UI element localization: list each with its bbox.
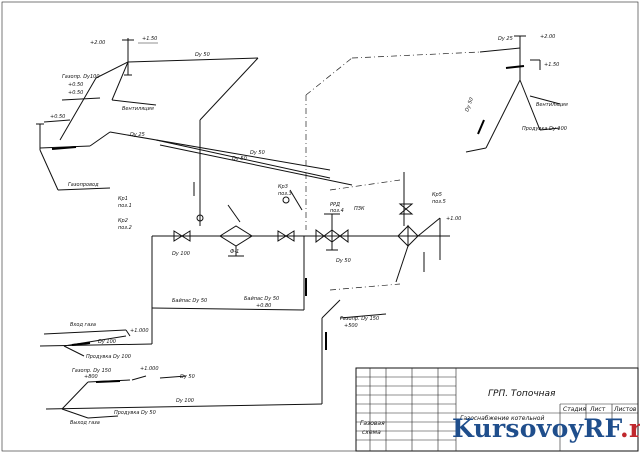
label-out-tag-a: Газопр. Dу 150 [72, 368, 111, 374]
right-riser [303, 272, 387, 404]
inlet-assembly [43, 329, 131, 357]
label-top-right-du: Dу 25 [498, 36, 513, 42]
label-inlet-du: Dу 100 [98, 339, 116, 345]
label-reg-tag-e: ПЗК [354, 206, 365, 212]
pressure-regulator-icon [315, 213, 349, 251]
valve-2-icon [277, 230, 295, 242]
label-du-diag-a: Dу 25 [130, 132, 145, 138]
label-elev-left-mid-a: +0.50 [68, 82, 83, 88]
label-out-drain: Продувка Dу 50 [114, 410, 156, 416]
label-top-right-drain: Продувка Dу 100 [522, 126, 567, 132]
label-right-line-tag: Газопр. Dу 150 [340, 316, 379, 322]
label-elev-left-mid-b: +0.50 [68, 90, 83, 96]
label-reg-tag-c: PРД [330, 202, 340, 208]
main-gas-run [39, 235, 450, 347]
label-elev-top-left-b: +1.50 [142, 36, 157, 42]
gas-filter-icon [219, 204, 253, 257]
label-du-after-reg: Dу 50 [336, 258, 351, 264]
label-elev-left-low: +0.50 [50, 114, 65, 120]
label-valve-tag-left-c: Кр2 [118, 218, 128, 224]
title-block-title: ГРП. Топочная [488, 389, 556, 399]
label-out-tag-b: +800 [84, 374, 98, 380]
title-block-col-sheet: Лист [589, 406, 606, 413]
label-bypass-right: Байпас Dу 50 [244, 296, 279, 302]
right-shutoff-icon [395, 172, 441, 283]
label-du-diag-c: Dу 50 [232, 156, 247, 162]
label-du-main-a: Dу 100 [172, 251, 190, 257]
label-valve-tag-left-b: поз.1 [118, 203, 132, 209]
label-reg-tag-b: поз.3 [278, 191, 292, 197]
label-out-du2: Dу 100 [176, 398, 194, 404]
label-out-gas: Выход газа [70, 420, 100, 426]
title-block [355, 367, 639, 452]
label-vent-left: Вентиляция [122, 106, 154, 112]
title-block-col-sheets: Листов [613, 406, 637, 413]
label-out-elev-a: +1.000 [140, 366, 159, 372]
label-du-main-top: Dу 50 [195, 52, 210, 58]
top-right-branch [465, 35, 561, 153]
label-inlet-gas: Вход газа [70, 322, 96, 328]
outlet-assembly [45, 375, 323, 419]
label-inlet-elev-a: +1.000 [130, 328, 149, 334]
top-left-branch [36, 38, 259, 191]
title-block-scheme-b: схема [362, 429, 381, 436]
label-top-right-vent: Вентиляция [536, 102, 568, 108]
label-right-tag-a: Кр5 [432, 192, 442, 198]
label-top-right-elev-b: +1.50 [544, 62, 559, 68]
diagonal-runs [89, 51, 481, 291]
watermark-logo: KursovoyRF.ru [452, 414, 640, 443]
label-right-tag-b: поз.5 [432, 199, 446, 205]
title-block-subtitle: Газоснабжение котельной [460, 415, 544, 422]
label-inlet-drain: Продувка Dу 100 [86, 354, 131, 360]
label-right-line-elev: +500 [344, 323, 358, 329]
title-block-scheme-a: Газовая [360, 420, 385, 427]
label-bypass-left: Байпас Dу 50 [172, 298, 207, 304]
label-elev-top-left-a: +2.00 [90, 40, 105, 46]
label-filter-tag: Ф-1 [230, 249, 239, 255]
label-bypass-elev: +0.80 [256, 303, 271, 309]
label-top-right-du2: Dу 50 [464, 97, 475, 113]
watermark-text: KursovoyRF [452, 414, 621, 443]
valve-1-icon [173, 230, 191, 242]
title-block-col-stage: Стадия [563, 406, 586, 413]
manometer-icon [193, 182, 303, 222]
label-top-right-elev-a: +2.00 [540, 34, 555, 40]
label-left-note: Газопровод [68, 182, 99, 188]
label-gas-line-left: Газопр. Dу100 [62, 74, 100, 80]
label-out-du: Dу 50 [180, 374, 195, 380]
label-du-diag-b: Dу 50 [250, 150, 265, 156]
label-right-elev: +1.00 [446, 216, 461, 222]
watermark-domain: .ru [620, 414, 640, 443]
label-reg-tag-a: Кр3 [278, 184, 288, 190]
label-valve-tag-left-d: поз.2 [118, 225, 132, 231]
label-reg-tag-d: поз.4 [330, 208, 344, 214]
label-valve-tag-left-a: Кр1 [118, 196, 128, 202]
